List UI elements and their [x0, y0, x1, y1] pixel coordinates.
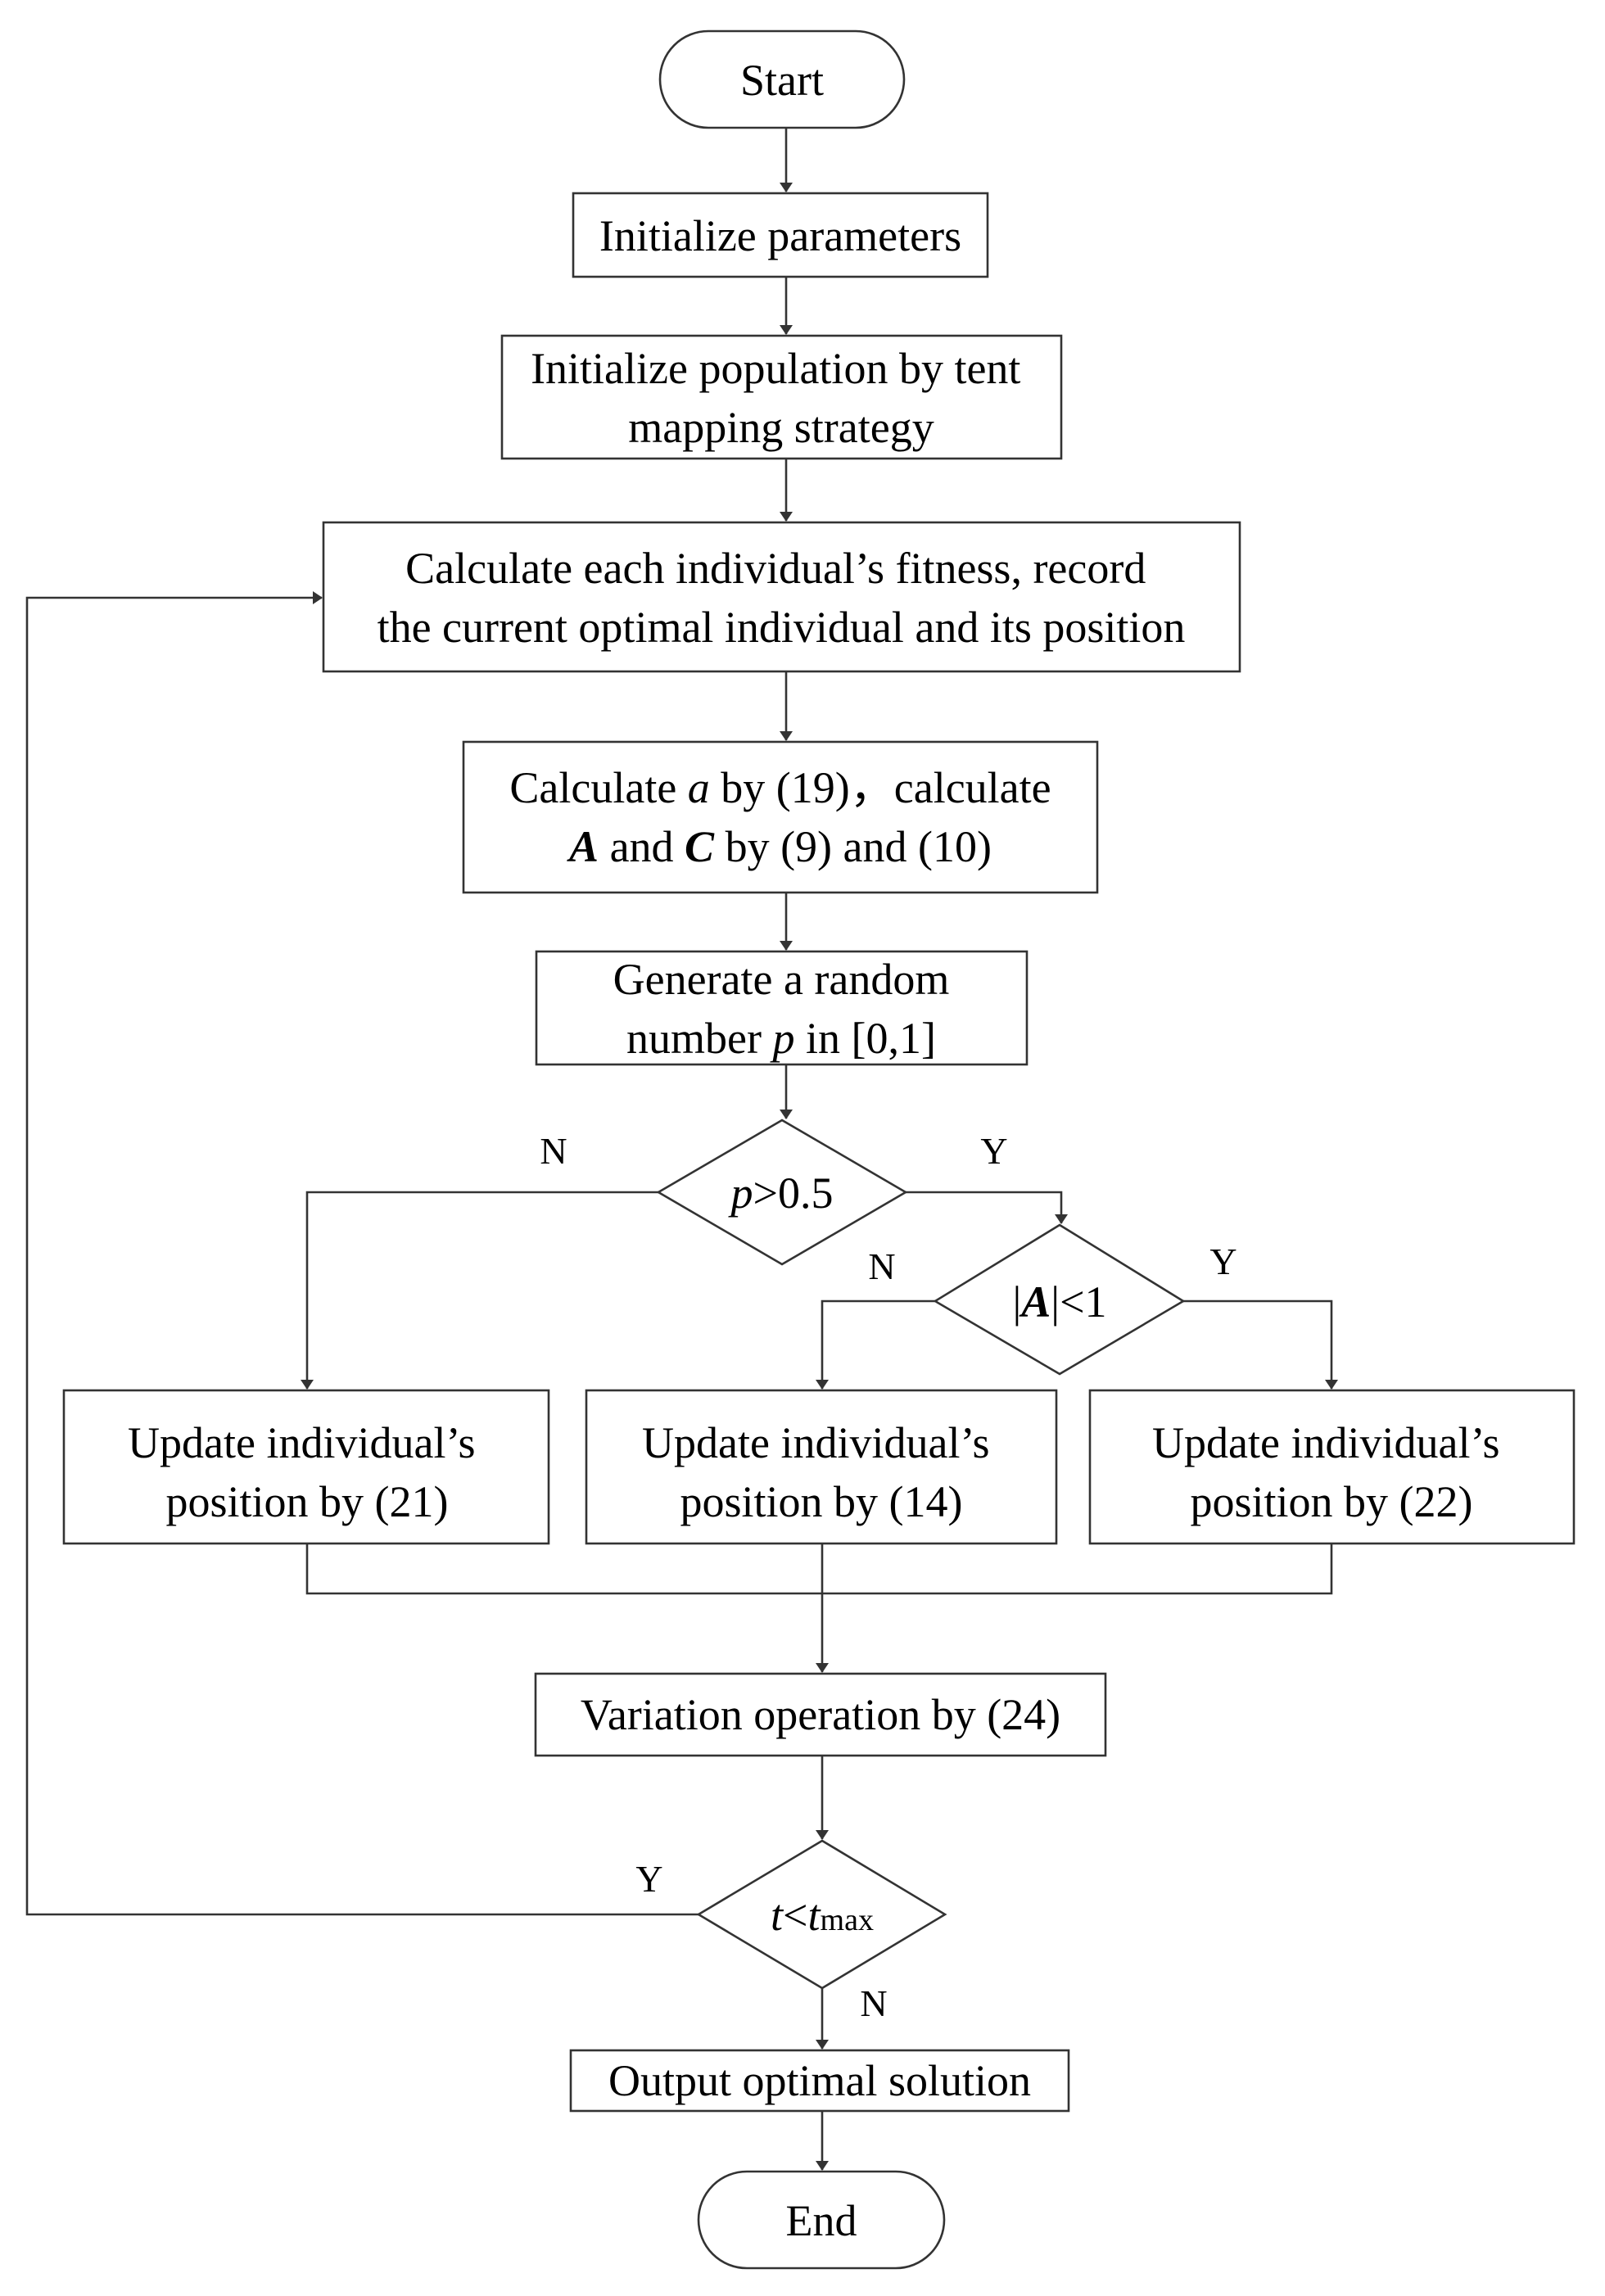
calc-a-line-2-mid: and — [599, 822, 685, 871]
decision-t-yes-label: Y — [635, 1858, 662, 1900]
update-22-line-2: position by (22) — [1191, 1477, 1473, 1526]
init-params-box — [572, 192, 989, 278]
fitness-label: Calculate each individual’s fitness, rec… — [378, 544, 1186, 652]
decision-p-yes-label: Y — [980, 1130, 1007, 1172]
arrow-decision-a-yes — [1183, 1299, 1338, 1390]
decision-p-rest: >0.5 — [753, 1168, 834, 1218]
output-label: Output optimal solution — [608, 2056, 1031, 2105]
decision-a-pre: | — [1012, 1277, 1021, 1327]
update-14-box — [585, 1389, 1058, 1545]
random-line-2-pre: number — [626, 1014, 772, 1063]
decision-a-diamond — [933, 1223, 1186, 1376]
update-21-line-1: Update individual’s — [128, 1418, 475, 1467]
start-label: Start — [740, 56, 824, 105]
init-population-line-2: mapping strategy — [628, 403, 934, 452]
decision-a-post: |<1 — [1051, 1277, 1106, 1327]
init-population-label: Initialize population by tent mapping st… — [531, 344, 1032, 452]
decision-t-sub: max — [821, 1903, 874, 1937]
random-var-p: p — [769, 1014, 794, 1063]
decision-a-label: |A|<1 — [1012, 1277, 1106, 1327]
random-line-2-post: in [0,1] — [794, 1014, 935, 1063]
decision-p-var: p — [728, 1168, 753, 1218]
arrow-decision-p-no — [301, 1191, 658, 1390]
end-label: End — [786, 2196, 857, 2245]
decision-a-no-label: N — [868, 1245, 895, 1287]
calc-a-line-1-post: by (19)，calculate — [710, 763, 1051, 812]
random-line-2: number p in [0,1] — [626, 1014, 936, 1063]
decision-a-var: A — [1019, 1277, 1051, 1327]
arrow-decision-a-no — [816, 1299, 935, 1390]
merge-line — [305, 1543, 1333, 1595]
fitness-line-2: the current optimal individual and its p… — [378, 603, 1186, 652]
decision-t-op: < — [783, 1891, 807, 1940]
update-22-line-1: Update individual’s — [1152, 1418, 1499, 1467]
update-22-box — [1088, 1389, 1576, 1545]
random-box — [535, 950, 1029, 1066]
update-14-line-1: Update individual’s — [642, 1418, 989, 1467]
update-21-label: Update individual’s position by (21) — [128, 1418, 486, 1526]
calc-a-var-a: a — [688, 763, 710, 812]
start-terminal — [658, 29, 906, 129]
calc-a-line-2: A and C by (9) and (10) — [567, 822, 992, 871]
init-population-box — [500, 334, 1063, 460]
calc-a-line-1-pre: Calculate — [509, 763, 687, 812]
fitness-line-1: Calculate each individual’s fitness, rec… — [405, 544, 1146, 593]
calc-a-line-1: Calculate a by (19)，calculate — [509, 763, 1051, 812]
variation-box — [534, 1672, 1107, 1757]
init-population-line-1: Initialize population by tent — [531, 344, 1020, 393]
calc-a-line-2-post: by (9) and (10) — [714, 822, 992, 871]
arrow-decision-t-yes-loop — [25, 591, 699, 1916]
calc-a-box — [462, 740, 1099, 894]
update-14-label: Update individual’s position by (14) — [642, 1418, 1001, 1526]
variation-label: Variation operation by (24) — [581, 1690, 1060, 1739]
fitness-box — [322, 521, 1241, 673]
decision-t-label: t<tmax — [771, 1891, 874, 1940]
random-line-1: Generate a random — [613, 955, 950, 1004]
decision-t-diamond — [696, 1839, 947, 1990]
decision-a-yes-label: Y — [1209, 1241, 1237, 1282]
decision-p-diamond — [656, 1119, 908, 1266]
end-terminal — [697, 2170, 946, 2270]
decision-t-var2: t — [808, 1891, 822, 1940]
decision-t-no-label: N — [860, 1982, 887, 2024]
update-21-line-2: position by (21) — [166, 1477, 449, 1526]
update-22-label: Update individual’s position by (22) — [1152, 1418, 1511, 1526]
update-14-line-2: position by (14) — [680, 1477, 963, 1526]
decision-p-no-label: N — [540, 1130, 567, 1172]
calc-a-var-C: C — [685, 822, 715, 871]
init-params-label: Initialize parameters — [599, 211, 961, 260]
update-21-box — [62, 1389, 550, 1545]
arrow-decision-p-yes — [906, 1191, 1068, 1224]
decision-t-var: t — [771, 1891, 784, 1940]
calc-a-var-A: A — [567, 822, 599, 871]
decision-p-label: p>0.5 — [728, 1168, 834, 1218]
output-box — [569, 2049, 1070, 2113]
